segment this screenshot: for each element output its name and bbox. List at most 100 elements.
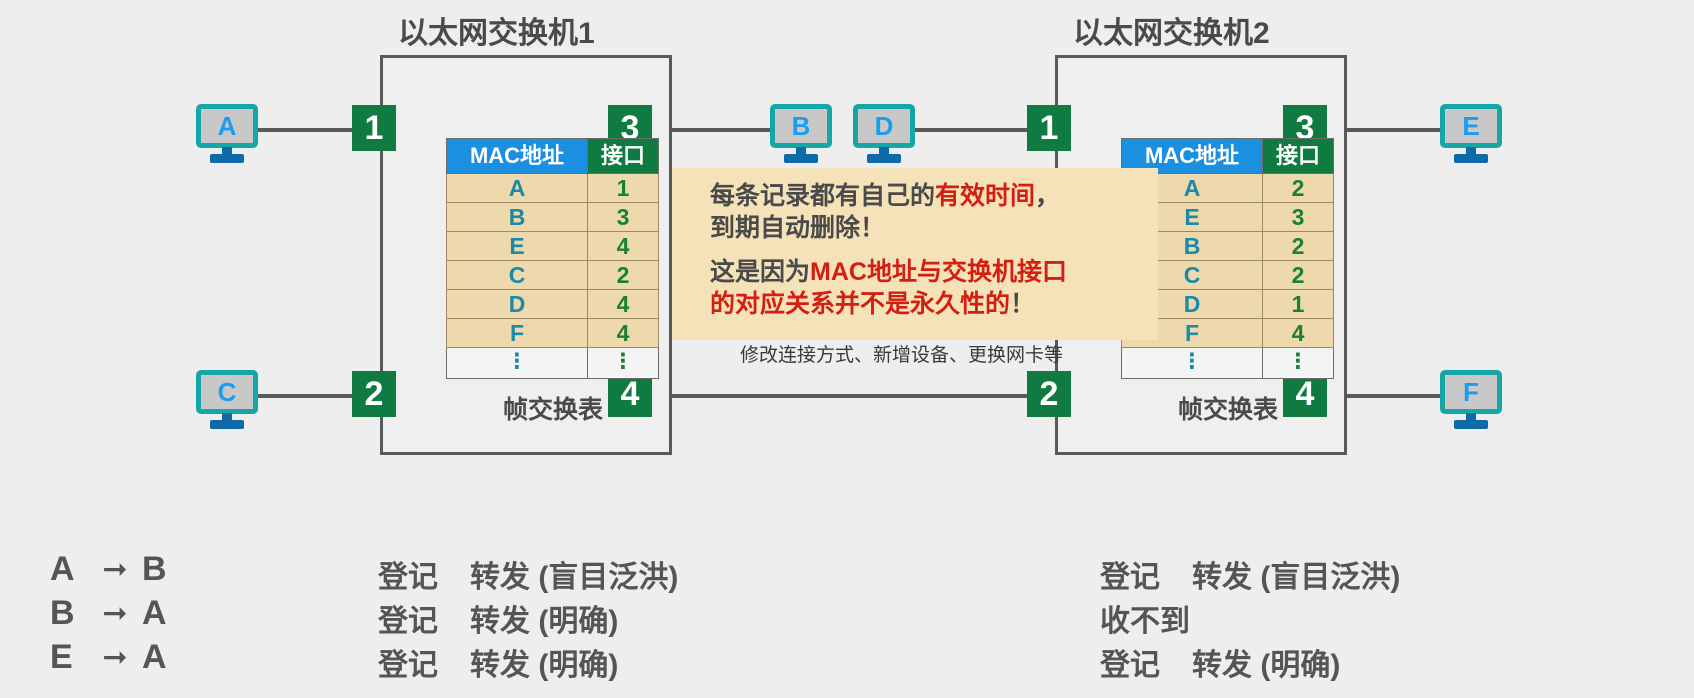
switch1-row5-port: 4 [587,318,659,348]
switch2-port-1[interactable]: 1 [1027,105,1071,151]
switch1-action-2-forward: 转发 (明确) [470,605,619,638]
flow-3-source: E [50,638,73,676]
flow-1-dest: B [142,550,167,588]
monitor-icon: F [1440,370,1502,414]
switch1-action-1-register: 登记 [378,561,438,594]
switch1-ellipsis-port: ⋮ [587,347,659,379]
link-sw1-port3-to-hostB [650,128,770,132]
switch1-row3-mac: C [446,260,588,290]
switch2-row2-port: 2 [1262,231,1334,261]
monitor-icon: E [1440,104,1502,148]
monitor-base [210,420,244,429]
callout-line-4: 的对应关系并不是永久性的！ [672,288,1158,320]
switch1-frame-table: MAC地址 接口 A 1 B 3 E 4 C 2 D 4 [446,138,659,379]
link-hostC-to-sw1-port2 [240,394,355,398]
host-c-label: C [217,377,237,407]
switch1-ellipsis-mac: ⋮ [446,347,588,379]
switch2-ellipsis-port: ⋮ [1262,347,1334,379]
monitor-neck [1466,413,1476,422]
host-b-label: B [791,111,811,141]
vertical-dots-icon: ⋮ [1181,349,1203,373]
switch1-action-row-2: 登记转发 (明确) [378,596,618,640]
flow-row-2: B ➞ A [50,594,180,633]
flow-row-1: A ➞ B [50,550,180,589]
monitor-icon: C [196,370,258,414]
switch1-row4-mac: D [446,289,588,319]
switch1-row0-port: 1 [587,173,659,203]
switch2-header-port: 接口 [1262,138,1334,174]
arrow-right-icon: ➞ [102,552,128,586]
callout-subnote: 修改连接方式、新增设备、更换网卡等 [740,345,1064,366]
table-row: F 4 [446,318,659,348]
switch1-action-2-register: 登记 [378,605,438,638]
switch1-header-mac: MAC地址 [446,138,588,174]
callout-line-1: 每条记录都有自己的有效时间， [672,180,1158,212]
table-row: A 1 [446,173,659,203]
link-sw2-port4-to-hostF [1325,394,1440,398]
switch2-row5-port: 4 [1262,318,1334,348]
callout-box: 每条记录都有自己的有效时间， 到期自动删除！ 这是因为MAC地址与交换机接口 的… [672,168,1158,340]
vertical-dots-icon: ⋮ [1287,349,1309,373]
monitor-base [210,154,244,163]
callout-line4-suffix: ！ [1010,290,1036,318]
callout-line3-prefix: 这是因为 [710,258,811,286]
table-row: B 3 [446,202,659,232]
switch1-row3-port: 2 [587,260,659,290]
monitor-base [867,154,901,163]
switch1-row4-port: 4 [587,289,659,319]
switch2-row4-port: 1 [1262,289,1334,319]
switch2-port-2[interactable]: 2 [1027,371,1071,417]
switch2-frame-table: MAC地址 接口 A 2 E 3 B 2 C 2 D 1 [1121,138,1334,379]
monitor-neck [796,147,806,156]
monitor-neck [222,147,232,156]
switch2-row3-port: 2 [1262,260,1334,290]
flow-3-dest: A [142,638,167,676]
switch2-header-mac: MAC地址 [1121,138,1263,174]
switch1-row0-mac: A [446,173,588,203]
switch1-port-2[interactable]: 2 [352,371,396,417]
flow-1-source: A [50,550,75,588]
monitor-base [784,154,818,163]
switch1-action-row-1: 登记转发 (盲目泛洪) [378,552,678,596]
host-a[interactable]: A [196,104,258,166]
switch2-action-row-1: 登记转发 (盲目泛洪) [1100,552,1400,596]
switch1-row5-mac: F [446,318,588,348]
switch2-row0-port: 2 [1262,173,1334,203]
link-hostA-to-sw1-port1 [240,128,355,132]
flow-row-3: E ➞ A [50,638,180,677]
table-row: D 4 [446,289,659,319]
monitor-neck [222,413,232,422]
switch2-action-3-forward: 转发 (明确) [1192,649,1341,682]
switch1-title: 以太网交换机1 [398,17,595,50]
switch1-table-caption: 帧交换表 [502,396,603,424]
host-d[interactable]: D [853,104,915,166]
switch2-action-row-3: 登记转发 (明确) [1100,640,1340,684]
switch1-row1-mac: B [446,202,588,232]
monitor-neck [879,147,889,156]
host-f[interactable]: F [1440,370,1502,432]
switch2-title: 以太网交换机2 [1073,17,1270,50]
callout-line1-suffix: ， [1035,182,1061,210]
switch2-action-1-forward: 转发 (盲目泛洪) [1192,561,1401,594]
arrow-right-icon: ➞ [102,640,128,674]
monitor-base [1454,420,1488,429]
table-row: E 4 [446,231,659,261]
host-e[interactable]: E [1440,104,1502,166]
monitor-icon: A [196,104,258,148]
host-b[interactable]: B [770,104,832,166]
vertical-dots-icon: ⋮ [612,349,634,373]
host-c[interactable]: C [196,370,258,432]
table-row-ellipsis: ⋮ ⋮ [1121,347,1334,379]
switch1-action-3-forward: 转发 (明确) [470,649,619,682]
arrow-right-icon: ➞ [102,596,128,630]
vertical-dots-icon: ⋮ [506,349,528,373]
monitor-base [1454,154,1488,163]
monitor-icon: D [853,104,915,148]
switch2-table-caption: 帧交换表 [1177,396,1278,424]
link-sw2-port3-to-hostE [1325,128,1440,132]
switch2-row1-port: 3 [1262,202,1334,232]
link-hostD-to-sw2-port1 [915,128,1030,132]
monitor-neck [1466,147,1476,156]
switch1-port-1[interactable]: 1 [352,105,396,151]
